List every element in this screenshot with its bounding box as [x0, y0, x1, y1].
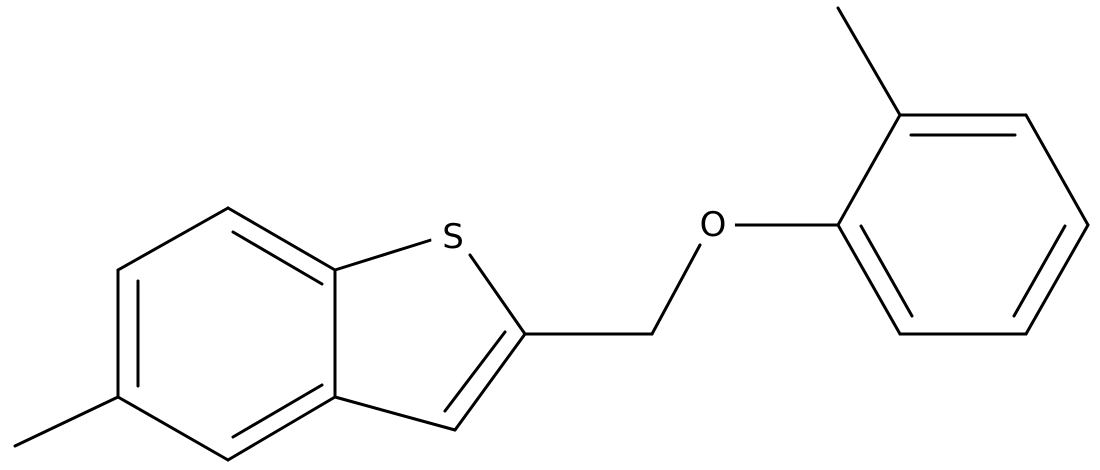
bond-c3-c3a: [333, 395, 457, 432]
bond-ch2-o: [650, 243, 702, 336]
bond-tolyl-c: [1024, 113, 1090, 227]
atom-label-oxygen: O: [700, 205, 727, 245]
oxygen-label-background: [691, 203, 735, 247]
atom-label-layer: S O: [431, 203, 735, 259]
bond-tolyl-d: [1024, 223, 1090, 336]
bond-tolyl-f: [836, 223, 902, 336]
bond-c7a-s: [333, 238, 433, 272]
bond-tolyl-a: [836, 113, 902, 227]
bond-s-c2: [468, 253, 527, 336]
bond-methyl-tolyl: [836, 6, 902, 117]
bond-benzo-inner-2: [231, 230, 324, 286]
bond-benzo-inner-3: [231, 383, 324, 439]
bond-benzo-f: [116, 395, 230, 462]
bond-methyl-benzo: [13, 395, 120, 448]
bond-c2-c3-inner: [443, 330, 507, 413]
bond-benzo-e: [226, 395, 337, 462]
bond-benzo-b: [116, 206, 230, 272]
bond-benzo-c: [226, 206, 337, 272]
bond-c2-c3: [453, 332, 527, 432]
atom-label-sulfur: S: [442, 217, 464, 257]
bond-tolyl-inner-3: [859, 224, 914, 318]
sulfur-label-background: [431, 215, 475, 259]
bond-tolyl-inner-2: [1012, 224, 1067, 318]
bond-layer: [13, 6, 1090, 462]
